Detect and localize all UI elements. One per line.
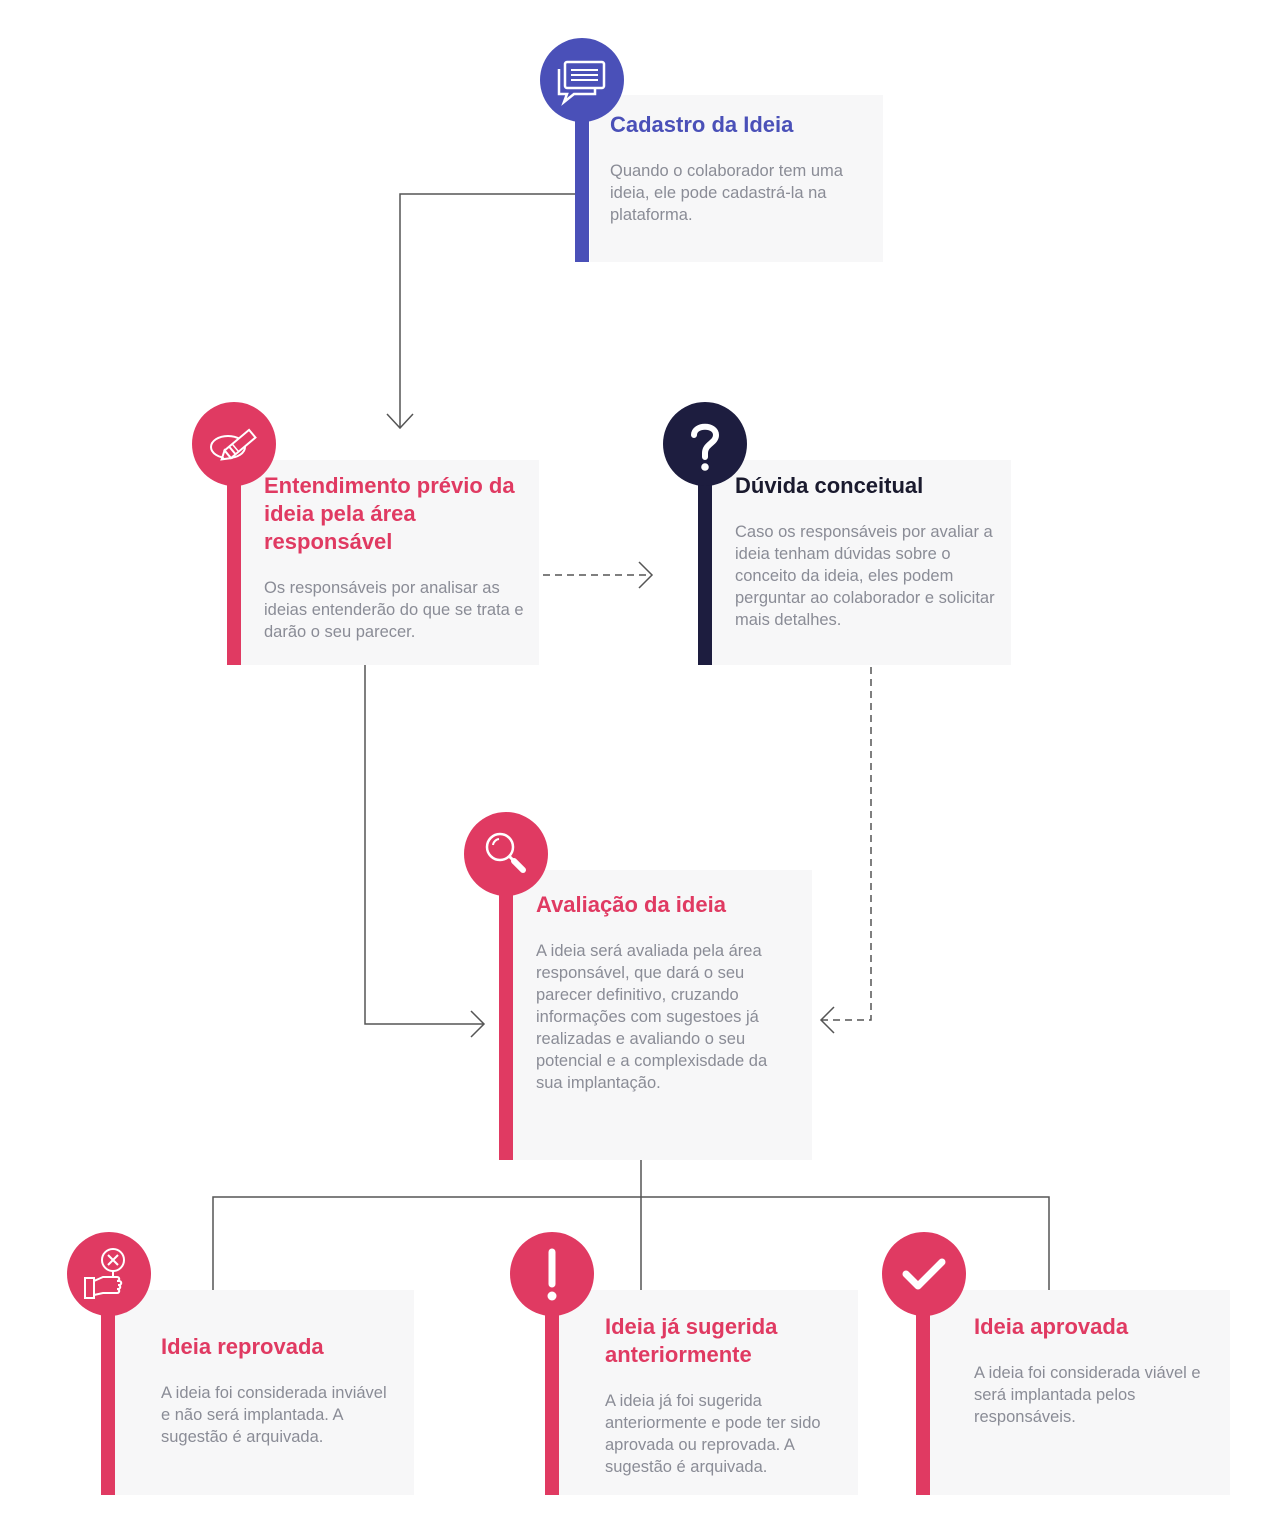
exclamation-icon xyxy=(547,1248,557,1301)
pin-head xyxy=(540,38,624,122)
step-title: Cadastro da Ideia xyxy=(610,112,794,137)
arrowhead-down xyxy=(386,413,414,430)
pin-stem xyxy=(101,1290,115,1495)
pin-head xyxy=(882,1232,966,1316)
pin-stem xyxy=(227,460,241,665)
step-description: Caso os responsáveis por avaliar a ideia… xyxy=(735,523,995,629)
connector-branch xyxy=(212,1196,1050,1290)
pin-head xyxy=(663,402,747,486)
arrowhead-left xyxy=(819,1006,835,1034)
magnifier-icon xyxy=(485,832,526,873)
pin-head xyxy=(510,1232,594,1316)
card xyxy=(513,870,812,1160)
pin-stem xyxy=(916,1290,930,1495)
connector-entendimento-avaliacao xyxy=(364,665,484,1025)
pin-stem xyxy=(575,95,589,262)
step-title: Ideia aprovada xyxy=(974,1314,1129,1339)
step-description: A ideia foi considerada inviável e não s… xyxy=(161,1384,387,1446)
pin-head xyxy=(67,1232,151,1316)
thumbs-down-icon xyxy=(84,1248,125,1299)
step-title: Dúvida conceitual xyxy=(735,473,924,498)
pin-stem xyxy=(698,460,712,665)
card xyxy=(930,1290,1230,1495)
step-description: Quando o colaborador tem uma ideia, ele … xyxy=(610,162,843,224)
arrowhead-right xyxy=(638,561,654,589)
step-title: Avaliação da ideia xyxy=(536,892,726,917)
card xyxy=(590,95,883,262)
step-description: A ideia já foi sugerida anteriormente e … xyxy=(605,1392,821,1476)
step-description: A ideia foi considerada viável e será im… xyxy=(974,1364,1201,1426)
connector-cadastro-entendimento xyxy=(399,193,576,428)
pencil-icon xyxy=(210,428,257,461)
pin-stem xyxy=(499,870,513,1160)
card xyxy=(712,460,1011,665)
checkmark-icon xyxy=(902,1258,946,1290)
card xyxy=(115,1290,414,1495)
step-description: A ideia será avaliada pela área responsá… xyxy=(536,942,768,1092)
step-title: Ideia reprovada xyxy=(161,1334,324,1359)
chat-bubble-icon xyxy=(557,60,606,106)
card xyxy=(241,460,539,665)
question-mark-icon xyxy=(691,423,720,471)
pin-stem xyxy=(545,1290,559,1495)
pin-head xyxy=(192,402,276,486)
arrowhead-right xyxy=(470,1010,486,1038)
pin-head xyxy=(464,812,548,896)
step-description: Os responsáveis por analisar as ideias e… xyxy=(264,579,524,641)
card xyxy=(559,1290,858,1495)
step-title: Entendimento prévio da ideia pela área r… xyxy=(264,473,515,554)
step-title: Ideia já sugerida anteriormente xyxy=(605,1314,778,1367)
connector-duvida-avaliacao xyxy=(821,667,872,1021)
